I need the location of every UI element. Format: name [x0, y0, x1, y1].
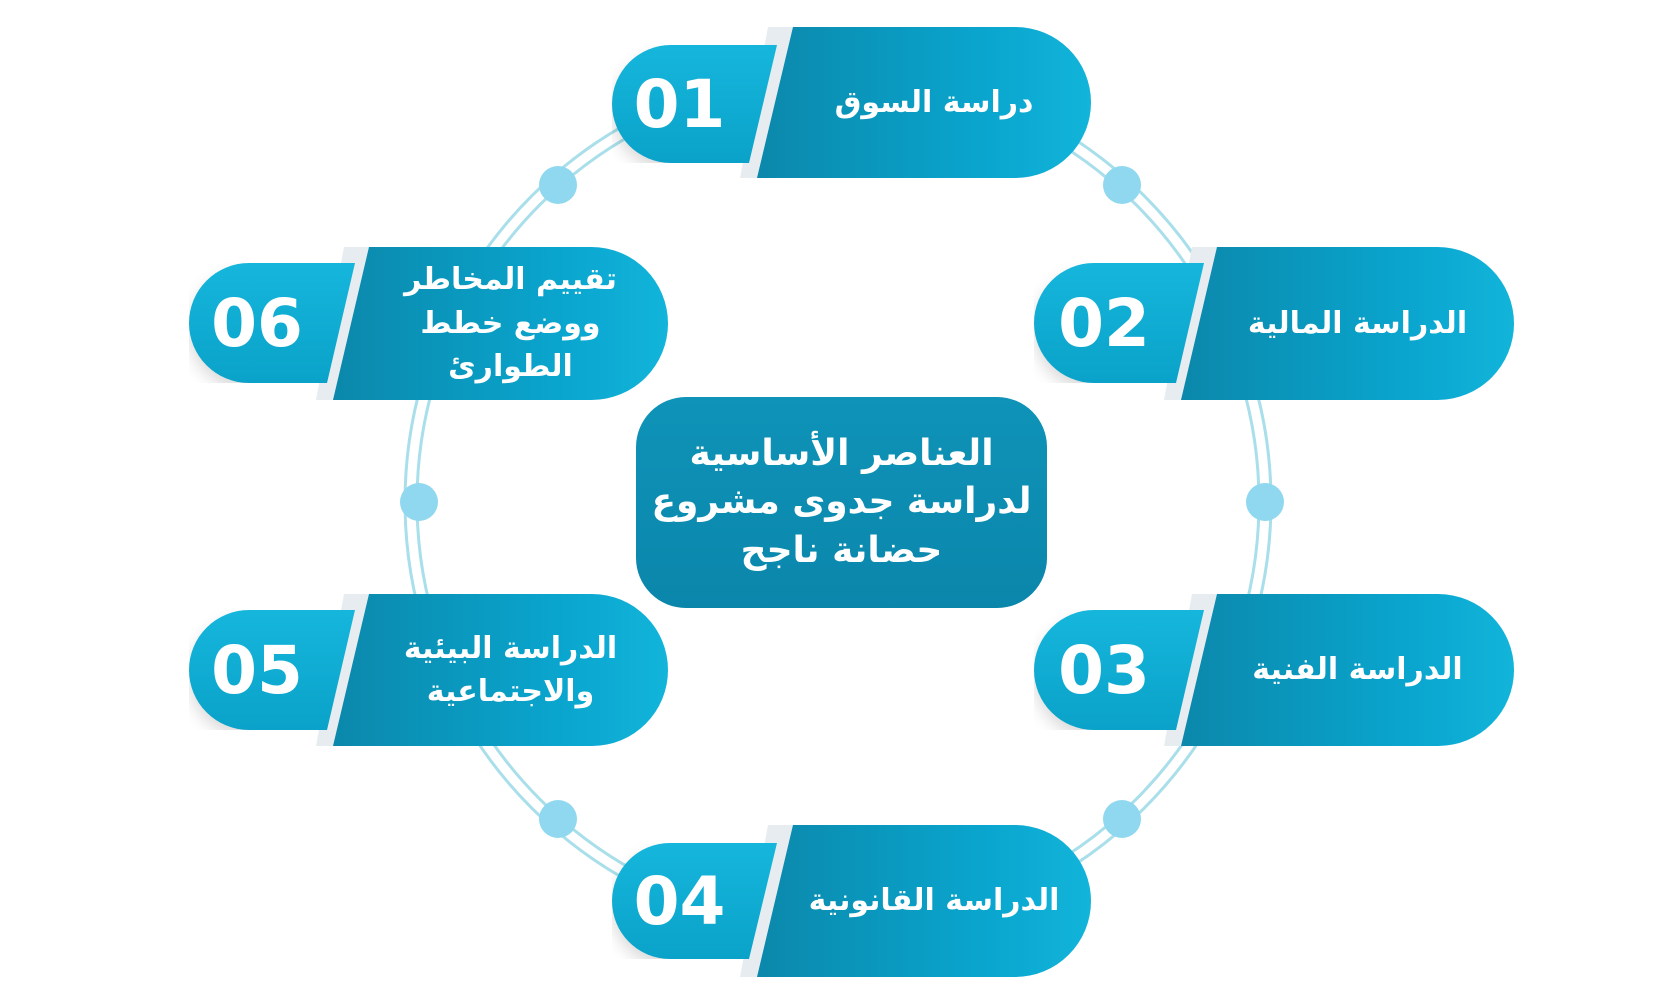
- ring-dot: [1103, 166, 1141, 204]
- ring-dot: [1103, 800, 1141, 838]
- ring-dot: [539, 166, 577, 204]
- ring-dot: [400, 483, 438, 521]
- step-label: الدراسة الفنية: [1181, 594, 1514, 746]
- step-number: 05: [189, 610, 355, 730]
- step-number: 06: [189, 263, 355, 383]
- step-number: 02: [1034, 263, 1204, 383]
- step-label: الدراسة القانونية: [757, 825, 1091, 977]
- central-title: العناصر الأساسية لدراسة جدوى مشروع حضانة…: [636, 397, 1047, 608]
- step-number: 01: [612, 45, 777, 163]
- ring-dot: [1246, 483, 1284, 521]
- step-label: تقييم المخاطر ووضع خطط الطوارئ: [333, 247, 668, 400]
- step-label: الدراسة المالية: [1181, 247, 1514, 400]
- step-number: 03: [1034, 610, 1204, 730]
- step-label: الدراسة البيئية والاجتماعية: [333, 594, 668, 746]
- step-number: 04: [612, 843, 777, 959]
- ring-dot: [539, 800, 577, 838]
- step-label: دراسة السوق: [757, 27, 1091, 178]
